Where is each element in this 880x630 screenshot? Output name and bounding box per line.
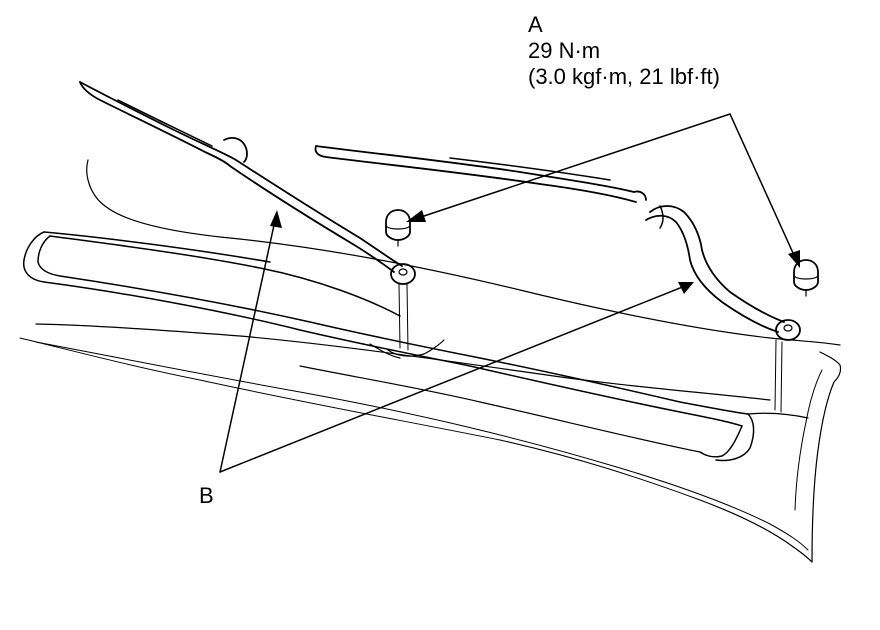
right-flange-nut bbox=[793, 259, 819, 297]
callout-a: A 29 N·m (3.0 kgf·m, 21 lbf·ft) bbox=[528, 12, 720, 90]
cowl-panel bbox=[22, 231, 809, 462]
callout-b-leaders bbox=[219, 210, 694, 473]
torque-spec-metric: 29 N·m bbox=[528, 38, 601, 63]
right-wiper-arm bbox=[314, 145, 801, 413]
callout-b-arrowhead-right bbox=[678, 282, 694, 294]
callout-b-letter: B bbox=[199, 483, 214, 508]
callout-a-leaders bbox=[406, 113, 800, 268]
callout-a-arrowhead-right bbox=[788, 250, 800, 268]
callout-a-arrowhead-left bbox=[406, 210, 426, 222]
callout-a-letter: A bbox=[528, 12, 543, 37]
callout-b-arrowhead-left bbox=[270, 210, 282, 228]
left-wiper-arm bbox=[79, 81, 416, 351]
left-flange-nut bbox=[385, 209, 411, 247]
torque-spec-alt-units: (3.0 kgf·m, 21 lbf·ft) bbox=[528, 64, 720, 89]
callout-b: B bbox=[199, 483, 214, 509]
vehicle-body-outline bbox=[19, 159, 842, 563]
